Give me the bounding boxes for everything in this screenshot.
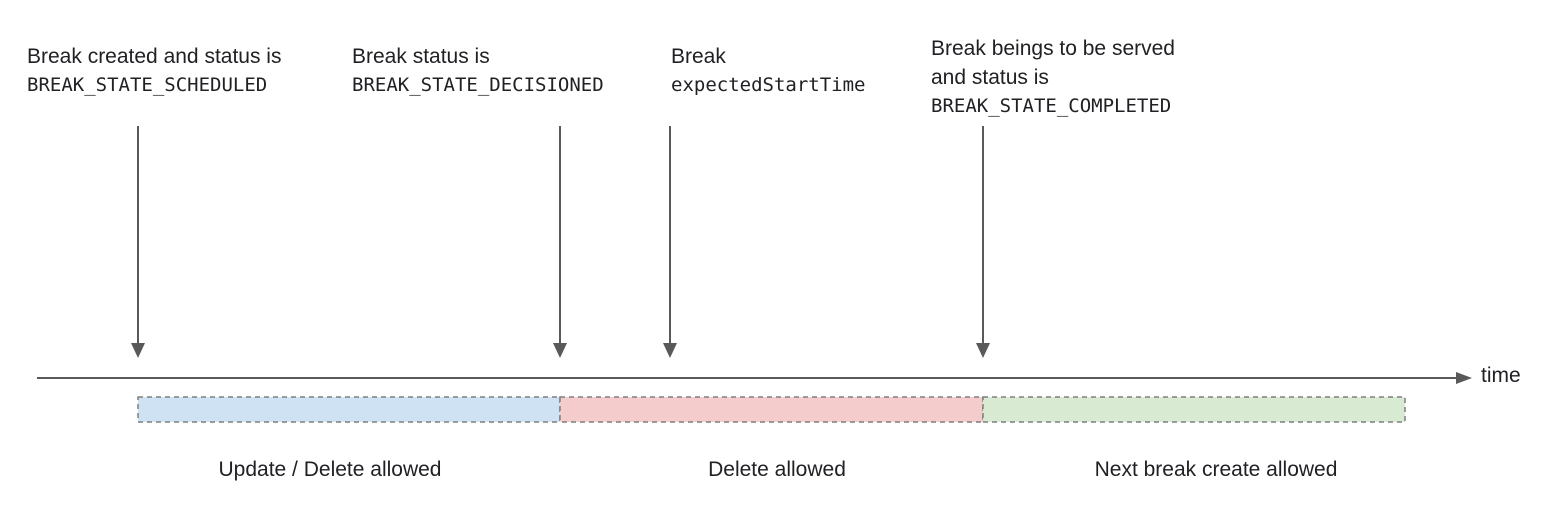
phase-label-next-create: Next break create allowed: [1094, 458, 1338, 481]
event-code: BREAK_STATE_COMPLETED: [931, 95, 1172, 117]
event-text: Break: [671, 45, 726, 68]
event-arrow-decisioned: [553, 126, 567, 358]
time-axis: [37, 372, 1472, 384]
phase-band-next-create: [982, 396, 1406, 423]
event-label-expected-start: Break expectedStartTime: [671, 42, 865, 100]
event-text: Break beings to be served: [931, 37, 1175, 60]
event-text: Break created and status is: [27, 45, 282, 68]
axis-label: time: [1481, 364, 1521, 387]
event-label-decisioned: Break status is BREAK_STATE_DECISIONED: [352, 42, 604, 100]
event-code: BREAK_STATE_DECISIONED: [352, 74, 604, 96]
phase-band-delete: [559, 396, 984, 423]
phase-band-update-delete: [137, 396, 561, 423]
event-text: Break status is: [352, 45, 490, 68]
phase-label-delete: Delete allowed: [708, 458, 846, 481]
event-code: BREAK_STATE_SCHEDULED: [27, 74, 268, 96]
event-label-scheduled: Break created and status is BREAK_STATE_…: [27, 42, 281, 100]
event-arrow-completed: [976, 126, 990, 358]
event-text-2: and status is: [931, 66, 1049, 89]
phase-label-update-delete: Update / Delete allowed: [218, 458, 442, 481]
event-arrow-expected-start: [663, 126, 677, 358]
event-label-completed: Break beings to be served and status is …: [931, 34, 1175, 121]
event-arrow-scheduled: [131, 126, 145, 358]
event-code: expectedStartTime: [671, 74, 866, 96]
